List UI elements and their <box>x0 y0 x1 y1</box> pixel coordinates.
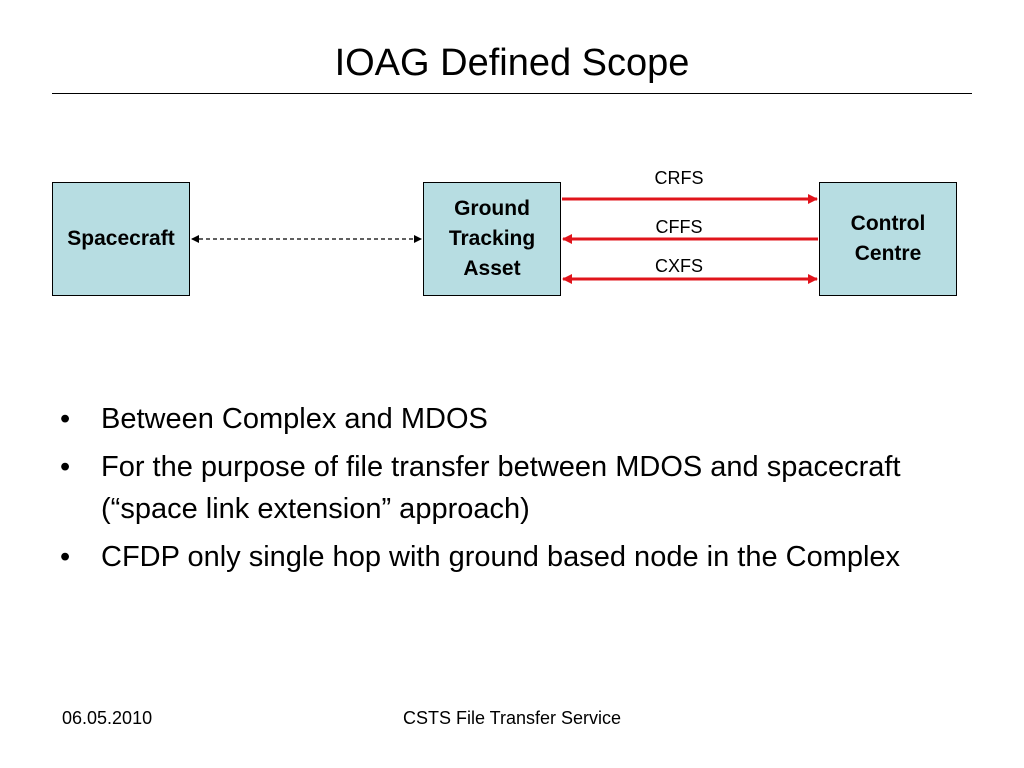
bullet-marker: • <box>60 541 71 573</box>
crfs-label: CRFS <box>654 168 704 188</box>
cxfs-label: CXFS <box>654 256 703 276</box>
slide-title: IOAG Defined Scope <box>334 42 690 84</box>
control-centre-node: Control Centre <box>819 182 957 296</box>
bullet-item: • CFDP only single hop with ground based… <box>60 536 940 578</box>
bullet-text: Between Complex and MDOS <box>101 403 488 435</box>
footer-date: 06.05.2010 <box>62 708 153 728</box>
title-divider <box>52 93 972 94</box>
bullet-text: CFDP only single hop with ground based n… <box>101 541 901 573</box>
bullet-item: • For the purpose of file transfer betwe… <box>60 446 940 530</box>
footer-title: CSTS File Transfer Service <box>402 708 622 728</box>
ground-tracking-asset-node: Ground Tracking Asset <box>423 182 561 296</box>
bullet-item: • Between Complex and MDOS <box>60 398 940 440</box>
bullet-text: For the purpose of file transfer between… <box>101 451 901 525</box>
bullet-list: • Between Complex and MDOS • For the pur… <box>60 398 940 584</box>
bullet-marker: • <box>60 403 71 435</box>
spacecraft-node: Spacecraft <box>52 182 190 296</box>
cffs-label: CFFS <box>655 217 703 237</box>
bullet-marker: • <box>60 451 71 483</box>
